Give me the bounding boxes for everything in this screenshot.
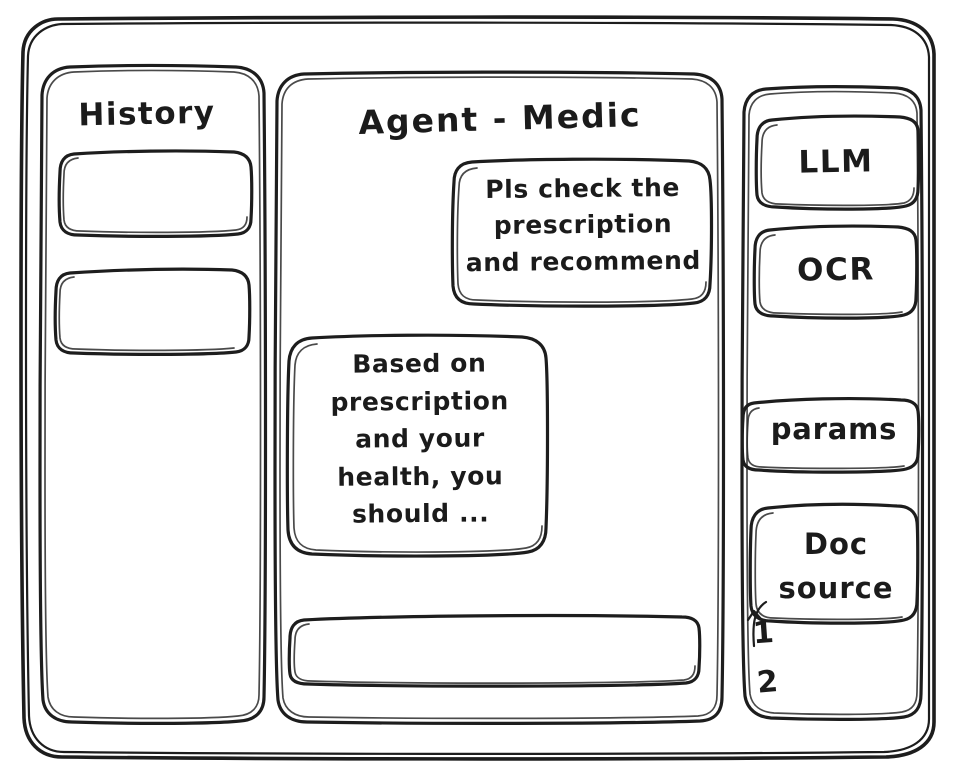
config-doc-source-label: Doc source [778, 527, 894, 606]
tools-panel [742, 86, 923, 720]
config-params-label: params [770, 412, 898, 446]
agent-panel [275, 72, 724, 724]
history-panel [40, 66, 266, 724]
